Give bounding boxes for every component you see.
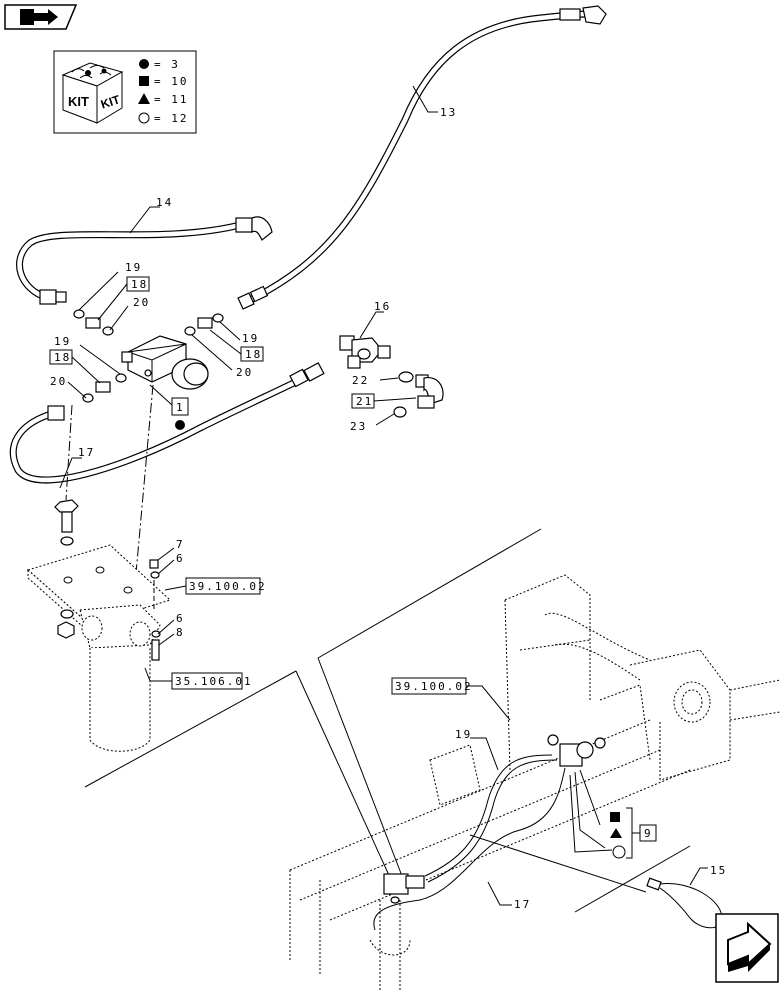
callout-15: 15	[710, 864, 727, 877]
callout-17-lower: 17	[514, 898, 531, 911]
callout-20-upper: 20	[133, 296, 150, 309]
callout-21: 21	[356, 395, 373, 408]
callout-7: 7	[176, 538, 185, 551]
callout-22: 22	[352, 374, 369, 387]
callout-19-upper: 19	[125, 261, 142, 274]
filled-triangle-icon	[138, 93, 150, 104]
filled-circle-icon	[139, 59, 149, 69]
ref-39-100-02-lower: 39.100.02	[395, 680, 473, 693]
callout-6-upper: 6	[176, 552, 185, 565]
callout-16: 16	[374, 300, 391, 313]
callout-18-mid: 18	[245, 348, 262, 361]
legend-item-triangle: = 11	[154, 93, 189, 106]
legend-item-circle: = 3	[154, 58, 180, 71]
callout-9: 9	[644, 827, 653, 840]
callout-14: 14	[156, 196, 173, 209]
kit-label-left: KIT	[68, 94, 89, 109]
ref-39-100-02-upper: 39.100.02	[189, 580, 267, 593]
open-circle-icon	[138, 112, 150, 124]
callout-1: 1	[176, 401, 185, 414]
callout-19-mid: 19	[242, 332, 259, 345]
callout-20-lower: 20	[50, 375, 67, 388]
filled-circle-icon	[175, 420, 185, 430]
quick-coupler	[547, 734, 606, 767]
hose-14	[16, 216, 273, 305]
callout-6-lower: 6	[176, 612, 185, 625]
callout-19-lower: 19	[54, 335, 71, 348]
frame-valve	[383, 873, 425, 904]
callout-23: 23	[350, 420, 367, 433]
valve-block-1	[121, 335, 209, 390]
hose-13	[237, 5, 607, 310]
bolt-upper	[54, 499, 79, 546]
elbow-fitting-21	[415, 374, 444, 409]
legend-item-open-circle: = 12	[154, 112, 189, 125]
callout-20-mid: 20	[236, 366, 253, 379]
callout-18-upper: 18	[131, 278, 148, 291]
legend-item-square: = 10	[154, 75, 189, 88]
kit-label-right: KIT	[99, 92, 122, 111]
previous-page-arrow-icon[interactable]	[4, 4, 78, 30]
tee-fitting-16	[339, 335, 391, 369]
callout-19-frame: 19	[455, 728, 472, 741]
next-page-arrow-icon[interactable]	[715, 913, 779, 983]
callout-17-upper: 17	[78, 446, 95, 459]
ref-35-106-01: 35.106.01	[175, 675, 253, 688]
callout-18-lower: 18	[54, 351, 71, 364]
callout-13: 13	[440, 106, 457, 119]
mounting-plate	[27, 544, 171, 635]
filled-square-icon	[610, 812, 620, 822]
open-circle-icon	[612, 845, 626, 859]
filled-triangle-icon	[610, 828, 622, 838]
kit-legend: KIT KIT = 3 = 10 = 11 = 12	[53, 50, 197, 134]
hose-17	[9, 362, 325, 484]
callout-8: 8	[176, 626, 185, 639]
dust-cap-15	[646, 877, 723, 929]
kit-box-icon: KIT KIT	[61, 62, 124, 124]
filled-square-icon	[139, 76, 149, 86]
filter-assembly	[79, 604, 161, 752]
